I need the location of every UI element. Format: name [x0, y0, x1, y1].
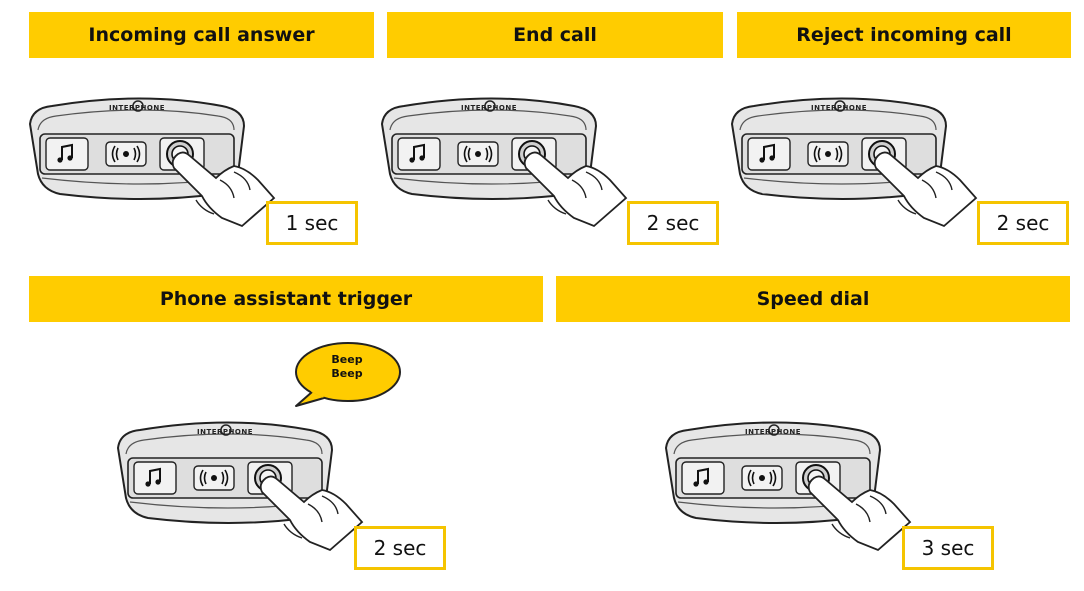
banner-phone-assistant-trigger: Phone assistant trigger — [29, 276, 543, 322]
speech-bubble-line-1: Beep — [331, 353, 363, 366]
duration-label-2: 2 sec — [627, 201, 719, 245]
banner-speed-dial: Speed dial — [556, 276, 1070, 322]
device-illustration-1 — [29, 97, 275, 227]
banner-reject-incoming-call: Reject incoming call — [737, 12, 1071, 58]
banner-end-call: End call — [387, 12, 723, 58]
duration-label-3: 2 sec — [977, 201, 1069, 245]
speech-bubble-line-2: Beep — [331, 367, 363, 380]
device-illustration-2 — [381, 97, 627, 227]
speech-bubble-icon — [295, 342, 401, 407]
speech-bubble-text: Beep Beep — [318, 353, 376, 381]
device-illustration-4 — [117, 421, 363, 551]
duration-label-4: 2 sec — [354, 526, 446, 570]
banner-incoming-call-answer: Incoming call answer — [29, 12, 374, 58]
duration-label-5: 3 sec — [902, 526, 994, 570]
device-illustration-5 — [665, 421, 911, 551]
duration-label-1: 1 sec — [266, 201, 358, 245]
device-illustration-3 — [731, 97, 977, 227]
